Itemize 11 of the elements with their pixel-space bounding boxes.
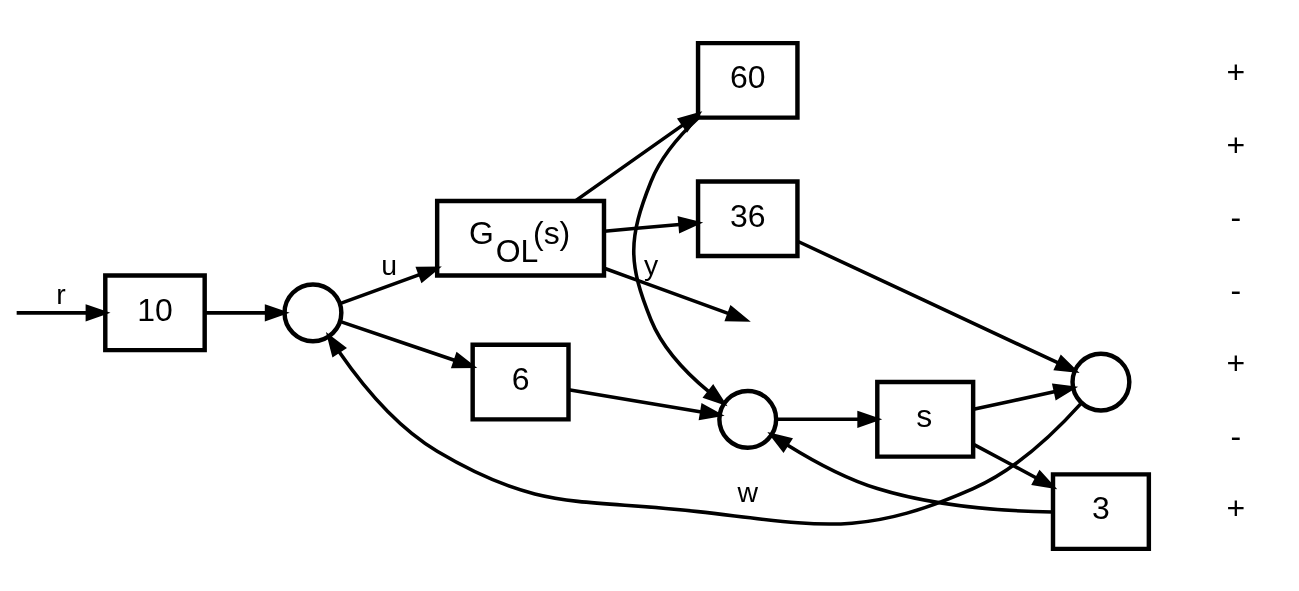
label: + [1226,53,1246,90]
label: - [1230,271,1242,308]
label: - [1230,198,1242,235]
edge-label: r [56,277,66,310]
edge-label: w [737,475,758,508]
edge-label: u [381,248,398,281]
label: + [1226,126,1246,163]
label: + [1226,344,1246,381]
label: + [1226,489,1246,526]
edge-label: y [643,248,659,281]
label: - [1230,417,1242,454]
